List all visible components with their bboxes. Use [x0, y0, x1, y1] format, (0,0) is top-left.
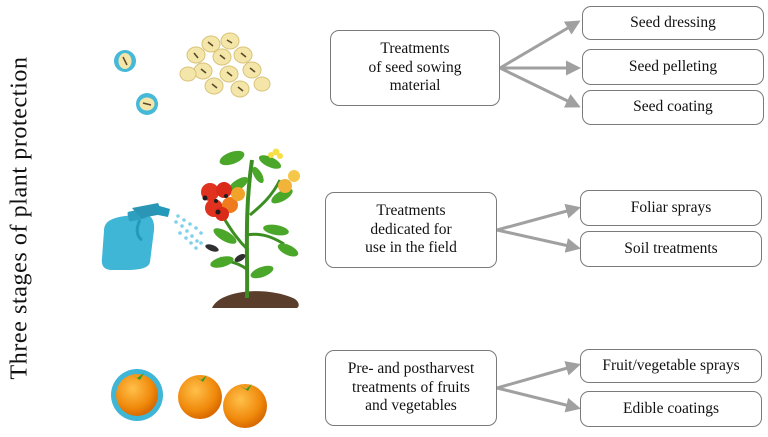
method-seed-pelleting: Seed pelleting [582, 49, 764, 85]
method-label: Seed coating [633, 98, 713, 116]
arrow-fruit-sprays [496, 361, 581, 390]
seed-pile-icon [179, 32, 271, 98]
method-soil-treatments: Soil treatments [580, 231, 762, 267]
method-foliar-sprays: Foliar sprays [580, 190, 762, 226]
stage-label-seed: Treatments of seed sowing material [368, 39, 462, 95]
method-label: Fruit/vegetable sprays [602, 356, 740, 374]
method-label: Edible coatings [623, 399, 719, 417]
coated-seeds-icon [114, 50, 158, 115]
tomato-plant-icon [201, 148, 300, 308]
method-label: Soil treatments [624, 239, 718, 257]
method-edible-coatings: Edible coatings [580, 391, 762, 427]
seed-pile-hilum-marks [193, 39, 256, 92]
method-label: Foliar sprays [630, 198, 712, 216]
arrow-foliar-sprays [496, 203, 581, 232]
stage-box-harvest: Pre- and postharvest treatments of fruit… [325, 350, 497, 426]
spray-mist-icon [174, 214, 203, 250]
arrow-seed-dressing [499, 20, 581, 70]
method-fruit-vegetable-sprays: Fruit/vegetable sprays [580, 349, 762, 383]
coated-orange-icon [111, 369, 163, 421]
spray-bottle-icon [101, 203, 170, 270]
method-label: Seed pelleting [628, 57, 718, 75]
orange-icon-2 [223, 384, 267, 428]
stage-box-seed: Treatments of seed sowing material [330, 30, 500, 106]
method-seed-dressing: Seed dressing [582, 6, 764, 40]
method-label: Seed dressing [630, 13, 716, 31]
stage-box-field: Treatments dedicated for use in the fiel… [325, 192, 497, 268]
orange-icon-1 [178, 375, 222, 419]
arrow-seed-coating [499, 66, 581, 108]
arrows [496, 20, 581, 413]
arrow-soil-treatments [496, 228, 581, 253]
method-seed-coating: Seed coating [582, 90, 764, 125]
tomato-fruit-cluster [201, 170, 300, 221]
arrow-edible-coatings [496, 386, 581, 413]
tomato-flower [268, 148, 283, 159]
stage-label-field: Treatments dedicated for use in the fiel… [365, 201, 457, 257]
stage-label-harvest: Pre- and postharvest treatments of fruit… [347, 359, 475, 415]
